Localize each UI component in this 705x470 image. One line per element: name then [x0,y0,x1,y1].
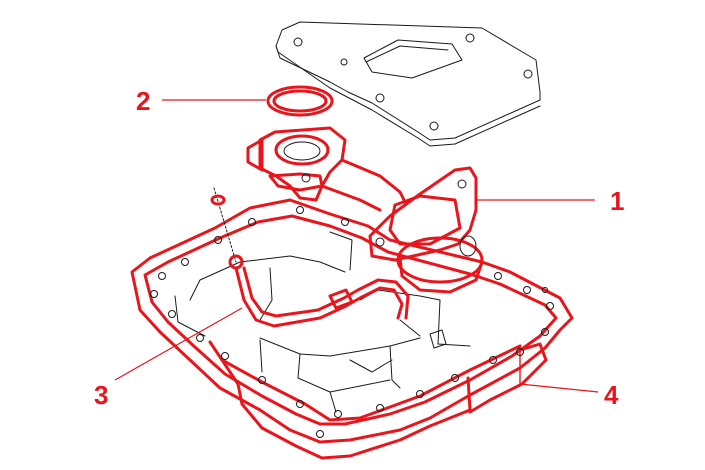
callout-2: 2 [136,86,150,116]
callout-4: 4 [604,380,619,410]
oil-strainer [246,126,484,294]
oil-pan [130,198,574,460]
o-ring [266,85,334,117]
leader-3 [114,307,243,381]
pipe-washer [210,194,226,206]
o-ring-inner [272,89,328,113]
callout-leaders [114,99,599,393]
callout-labels: 1 2 3 4 [94,86,624,410]
callout-1: 1 [610,186,624,216]
cover-plate [275,21,541,147]
leader-4 [519,383,599,393]
oil-pipe [210,187,410,328]
callout-3: 3 [94,380,108,410]
o-ring-outer [266,85,334,117]
